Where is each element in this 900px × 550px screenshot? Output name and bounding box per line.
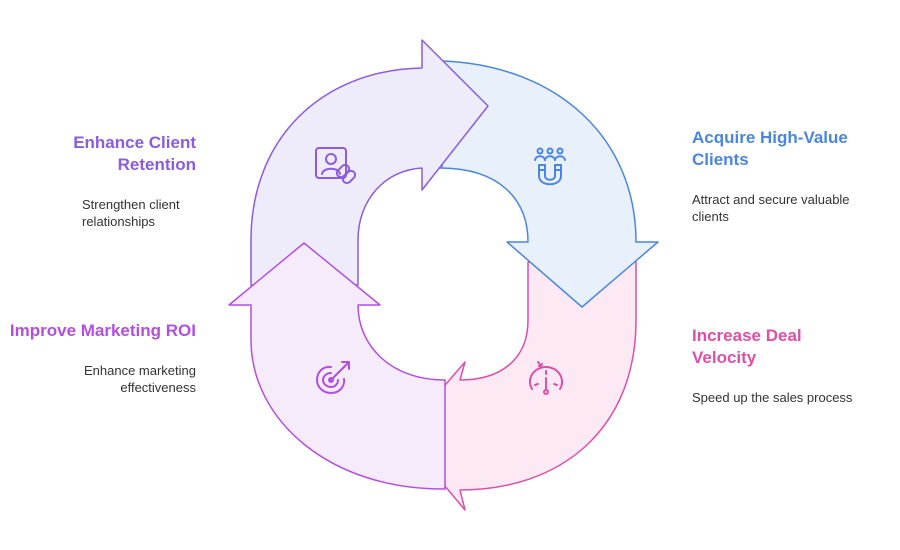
step-roi-title: Improve Marketing ROI: [9, 321, 196, 340]
step-velocity: Increase Deal Velocity Speed up the sale…: [692, 325, 900, 406]
step-retention-title: Enhance Client Retention: [73, 133, 196, 174]
step-roi: Improve Marketing ROI Enhance marketing …: [0, 320, 196, 396]
step-retention-description: Strengthen client relationships: [82, 197, 180, 229]
segment-retention: [250, 39, 489, 286]
client-link-icon: [315, 147, 357, 185]
step-acquire: Acquire High-Value Clients Attract and s…: [692, 127, 900, 225]
step-velocity-title: Increase Deal Velocity: [692, 326, 802, 367]
segment-roi: [228, 242, 446, 490]
step-retention: Enhance Client Retention Strengthen clie…: [0, 132, 196, 230]
magnet-people-icon: [534, 147, 566, 186]
step-acquire-title: Acquire High-Value Clients: [692, 128, 848, 169]
step-velocity-description: Speed up the sales process: [692, 390, 853, 405]
segment-velocity: [401, 261, 637, 511]
step-acquire-description: Attract and secure valuable clients: [692, 192, 850, 224]
target-arrow-icon: [316, 361, 350, 394]
speedometer-icon: [528, 361, 564, 395]
step-roi-description: Enhance marketing effectiveness: [83, 363, 196, 395]
